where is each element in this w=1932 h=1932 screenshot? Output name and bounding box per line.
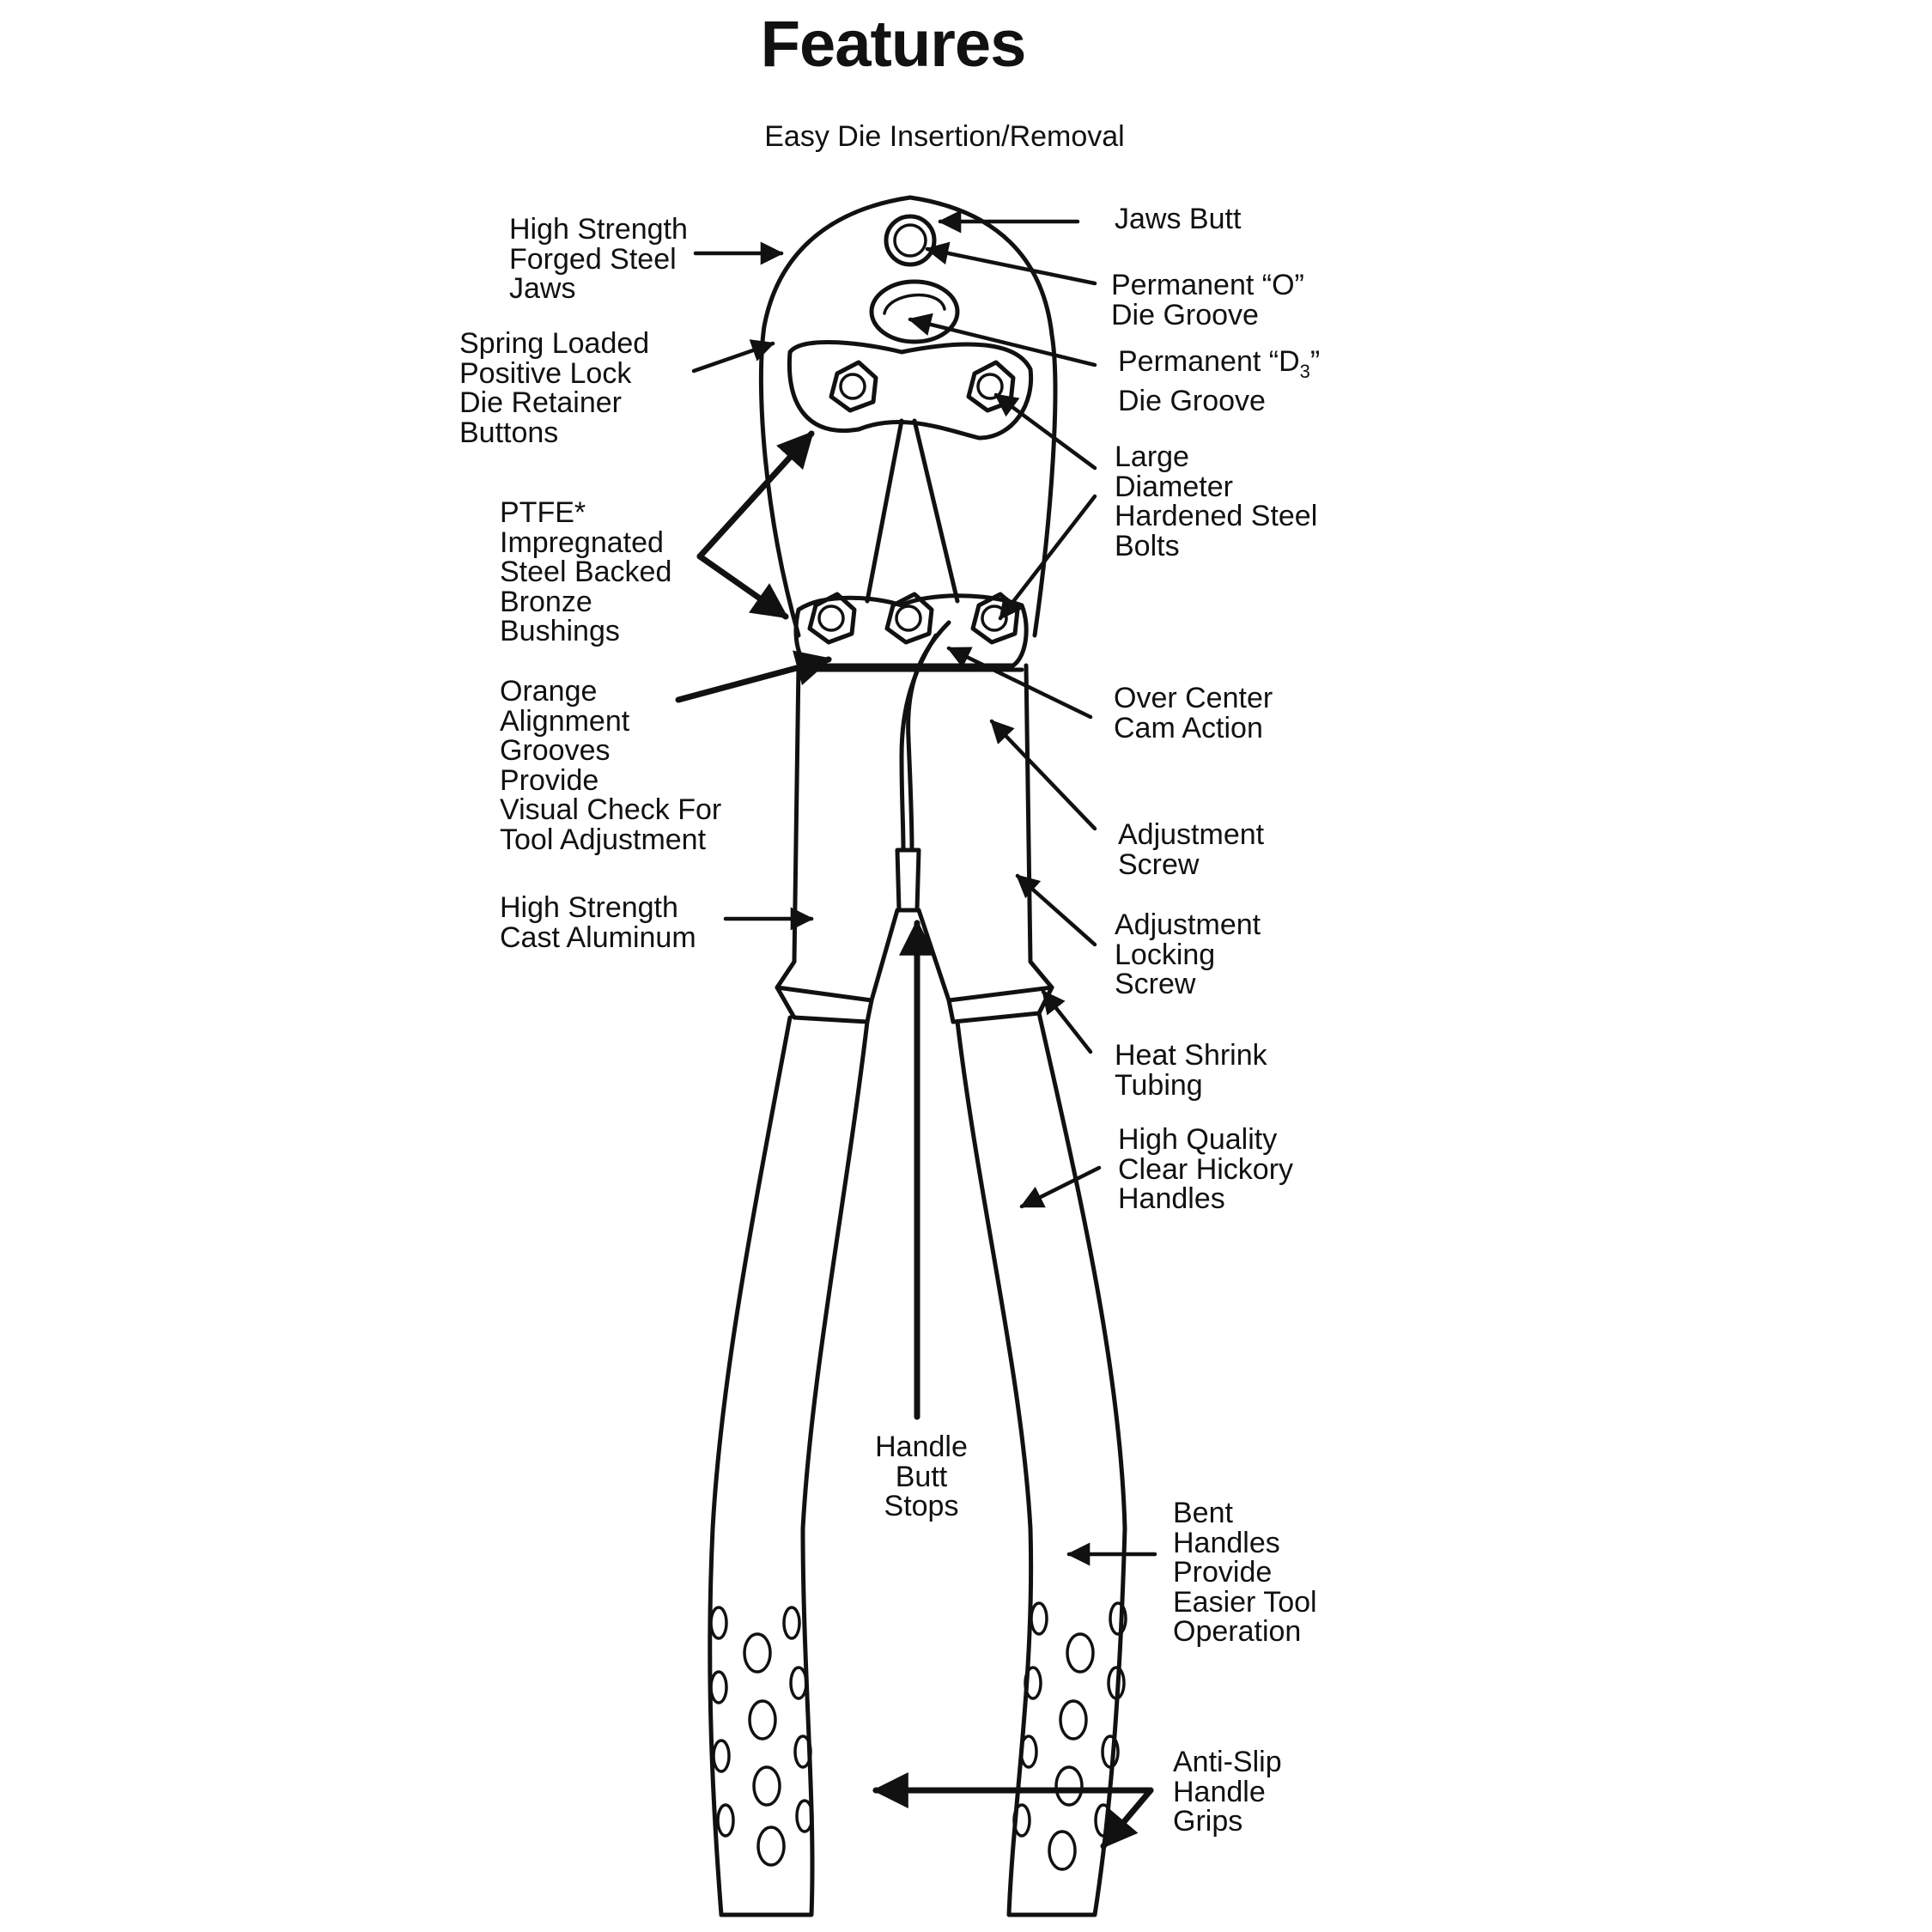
upper-link-plate bbox=[787, 339, 1034, 440]
label-o-groove: Permanent “O”Die Groove bbox=[1111, 269, 1304, 331]
die-insertion-label: Easy Die Insertion/Removal bbox=[764, 120, 1125, 153]
diagram-title: Features bbox=[760, 8, 1027, 81]
d3-die-groove bbox=[869, 279, 960, 344]
callout-arrows bbox=[675, 210, 1157, 1850]
right-grip-pattern bbox=[1012, 1601, 1127, 1871]
jaw-head-outline bbox=[758, 195, 1058, 638]
left-handle bbox=[708, 1015, 870, 1917]
bolt-upper-left bbox=[829, 360, 878, 413]
o-die-groove bbox=[884, 214, 937, 267]
left-grip-pattern bbox=[709, 1606, 814, 1867]
label-jaws-butt: Jaws Butt bbox=[1115, 203, 1242, 235]
bolt-lower-middle bbox=[884, 592, 934, 645]
right-handle bbox=[955, 1011, 1127, 1917]
label-d3-groove: Permanent “D3”Die Groove bbox=[1118, 345, 1321, 418]
bolt-lower-right bbox=[970, 592, 1020, 645]
bolt-lower-left bbox=[807, 592, 857, 645]
